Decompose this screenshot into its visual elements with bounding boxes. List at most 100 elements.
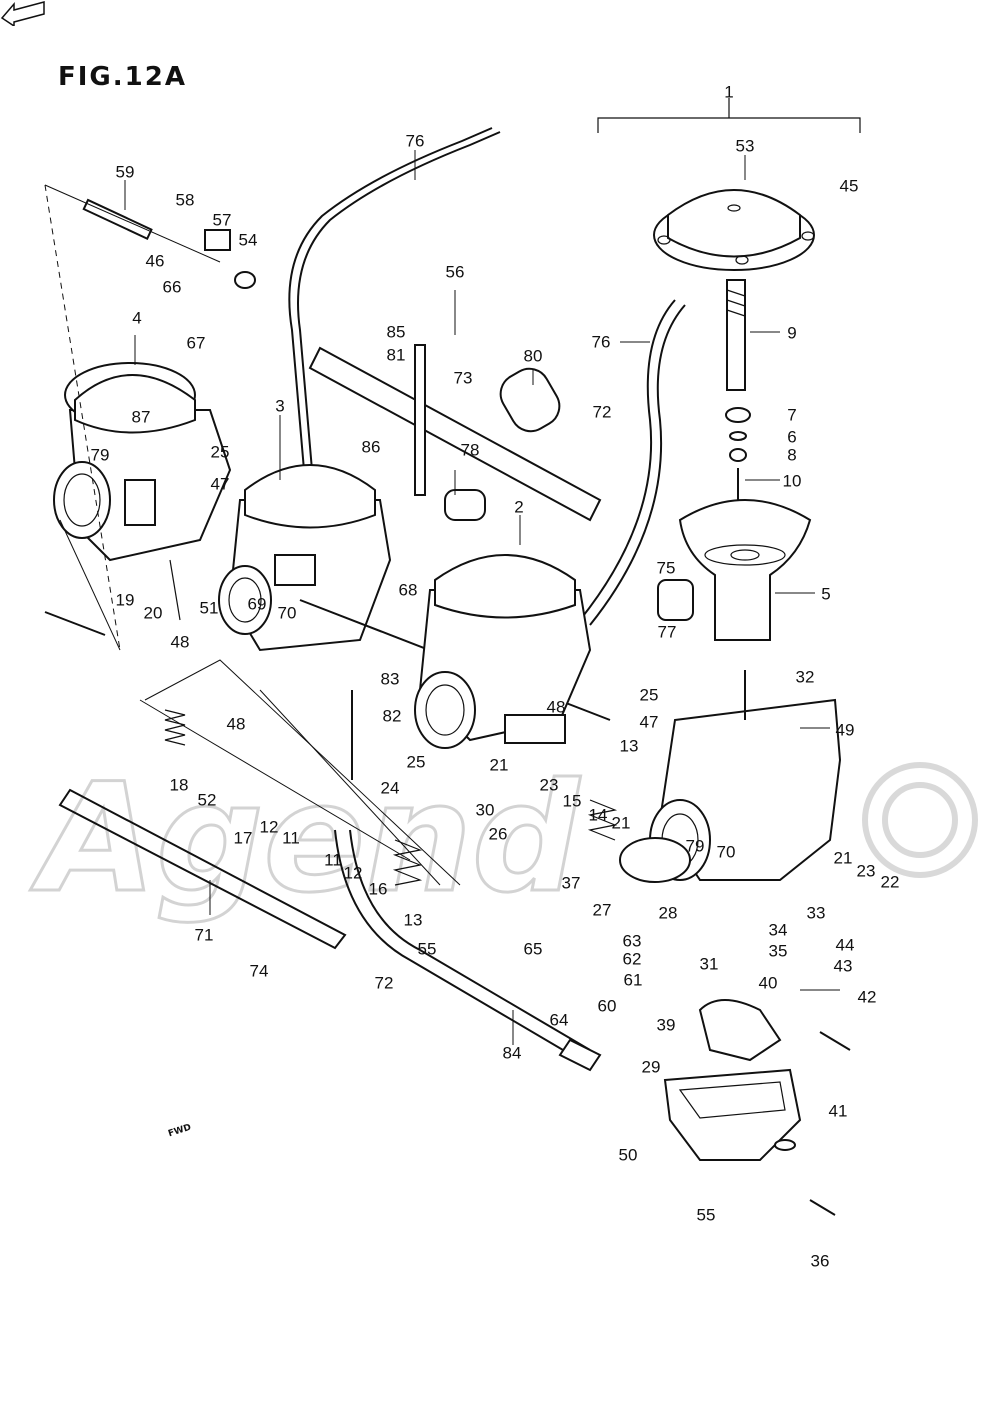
carburetor-2 (414, 554, 592, 749)
callout-label: 83 (380, 669, 400, 689)
callout-label: 15 (562, 791, 582, 811)
callout-label: 67 (186, 333, 206, 353)
callout-label: 57 (212, 210, 232, 230)
callout-label: 23 (539, 775, 559, 795)
callout-label: 66 (162, 277, 182, 297)
carburetor-3 (218, 464, 611, 721)
callout-label: 34 (768, 920, 788, 940)
callout-label: 21 (489, 755, 509, 775)
callout-label: 80 (523, 346, 543, 366)
callout-label: 44 (835, 935, 855, 955)
callout-label: 73 (453, 368, 473, 388)
callout-label: 10 (782, 471, 802, 491)
callout-label: 13 (403, 910, 423, 930)
callout-label: 25 (406, 752, 426, 772)
callout-label: 9 (787, 323, 797, 343)
callout-label: 55 (696, 1205, 716, 1225)
callout-label: 53 (735, 136, 755, 156)
spring-9 (726, 279, 746, 391)
callout-label: 14 (588, 805, 608, 825)
callout-label: 58 (175, 190, 195, 210)
callout-label: 71 (194, 925, 214, 945)
callout-label: 6 (787, 427, 797, 447)
callout-label: 40 (758, 973, 778, 993)
callout-label: 33 (806, 903, 826, 923)
callout-label: 25 (639, 685, 659, 705)
callout-label: 35 (768, 941, 788, 961)
watermark-text: Agend (30, 752, 581, 926)
callout-label: 36 (810, 1251, 830, 1271)
callout-label: 70 (277, 603, 297, 623)
callout-label: 61 (623, 970, 643, 990)
watermark: Agend (29, 751, 978, 928)
spring-13b (587, 799, 618, 841)
plate-71 (58, 788, 347, 950)
callout-label: 48 (546, 697, 566, 717)
vent-hose-right (579, 299, 676, 621)
callout-label: 48 (226, 714, 246, 734)
spring-13 (392, 839, 423, 886)
callout-label: 30 (475, 800, 495, 820)
callout-label: 86 (361, 437, 381, 457)
callout-label: 55 (417, 939, 437, 959)
callout-label: 69 (247, 594, 267, 614)
callout-label: 3 (275, 396, 285, 416)
assembly-bracket (597, 98, 861, 133)
callout-label: 54 (238, 230, 258, 250)
cable-84 (349, 829, 591, 1051)
callout-label: 70 (716, 842, 736, 862)
callout-label: 48 (170, 632, 190, 652)
callout-label: 64 (549, 1010, 569, 1030)
callout-label: 42 (857, 987, 877, 1007)
callout-label: 12 (343, 863, 363, 883)
callout-label: 28 (658, 903, 678, 923)
callout-label: 5 (821, 584, 831, 604)
figure-title: FIG.12A (58, 62, 187, 92)
callout-label: 21 (611, 813, 631, 833)
callout-label: 47 (639, 712, 659, 732)
callout-label: 60 (597, 996, 617, 1016)
callout-label: 22 (880, 872, 900, 892)
callout-label: 75 (656, 558, 676, 578)
callout-label: 76 (591, 332, 611, 352)
callout-label: 79 (685, 836, 705, 856)
callout-label: 49 (835, 720, 855, 740)
callout-label: 43 (833, 956, 853, 976)
callout-label: 27 (592, 900, 612, 920)
callout-label: 11 (324, 850, 342, 870)
spring-18 (164, 709, 186, 746)
diaphragm-5 (678, 499, 812, 641)
callout-label: 87 (131, 407, 151, 427)
callout-label: 85 (386, 322, 406, 342)
plate-73 (308, 346, 602, 522)
float-bowl-29 (663, 999, 802, 1161)
callout-label: 31 (699, 954, 719, 974)
callout-label: 74 (249, 961, 269, 981)
callout-label: 24 (380, 778, 400, 798)
top-cap-53 (653, 189, 815, 271)
callout-label: 17 (233, 828, 253, 848)
callout-label: 12 (259, 817, 279, 837)
callout-label: 21 (833, 848, 853, 868)
callout-label: 4 (132, 308, 142, 328)
callout-label: 51 (199, 598, 219, 618)
callout-label: 47 (210, 474, 230, 494)
vent-hose-right-inner (589, 304, 686, 626)
callout-label: 13 (619, 736, 639, 756)
callout-label: 84 (502, 1043, 522, 1063)
vent-hose-left-inner (288, 127, 493, 471)
callout-label: 79 (90, 445, 110, 465)
carburetor-right (619, 670, 842, 883)
callout-label: 7 (787, 405, 797, 425)
callout-label: 59 (115, 162, 135, 182)
callout-label: 39 (656, 1015, 676, 1035)
callout-label: 62 (622, 949, 642, 969)
callout-label: 32 (795, 667, 815, 687)
callout-label: 46 (145, 251, 165, 271)
callout-label: 45 (839, 176, 859, 196)
callout-label: 25 (210, 442, 230, 462)
callout-label: 37 (561, 873, 581, 893)
vent-hose-left (297, 131, 501, 471)
callout-label: 65 (523, 939, 543, 959)
